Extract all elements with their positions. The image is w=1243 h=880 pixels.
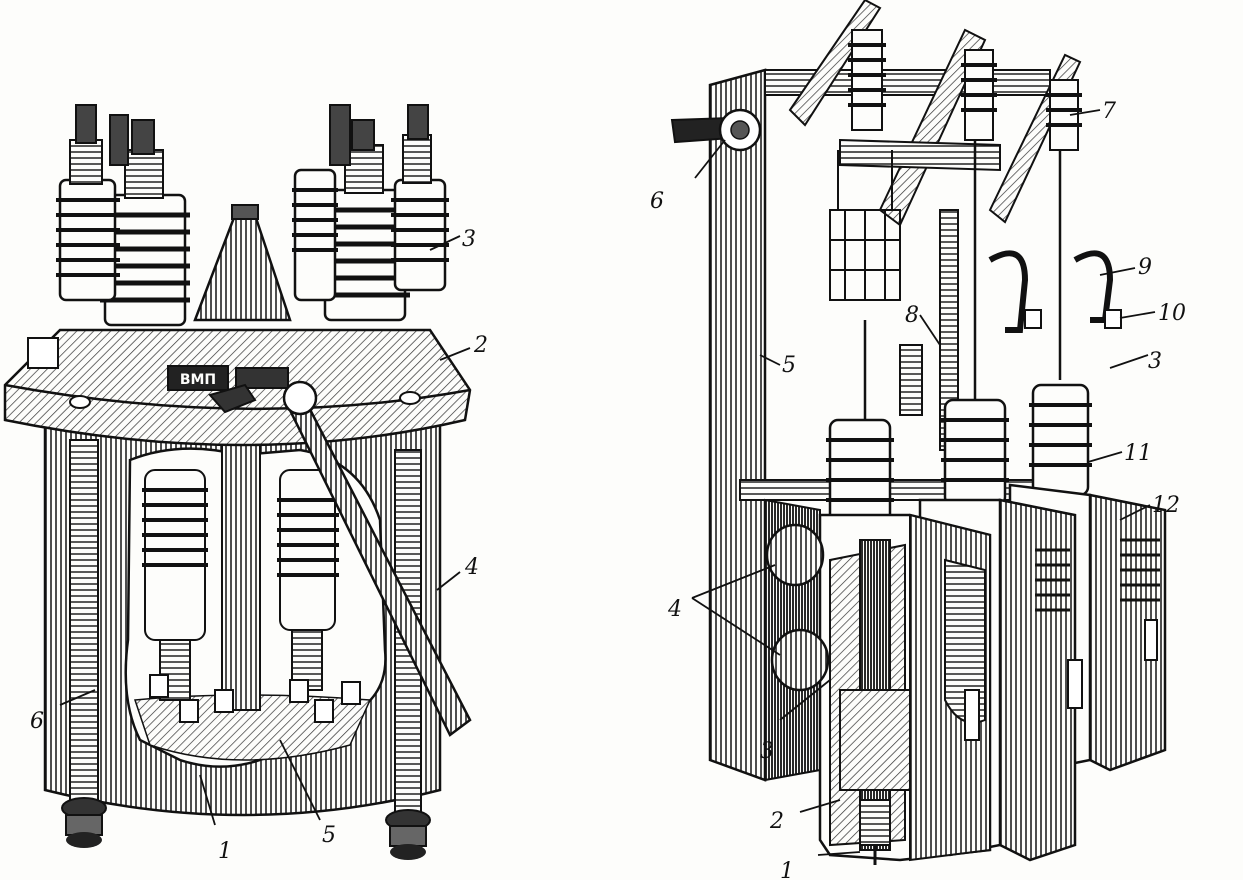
label-r1: 1: [780, 859, 794, 880]
label-r6: 6: [650, 189, 664, 214]
label-r9: 9: [1138, 255, 1152, 280]
bushing-back-right: [292, 104, 449, 302]
bracket-8: [899, 209, 959, 451]
label-r12: 12: [1152, 493, 1180, 518]
label-r10: 10: [1158, 301, 1186, 326]
left-leader-lines: [59, 235, 471, 826]
left-callout-labels: 1 2 3 4 5 6: [30, 227, 488, 864]
label-l4: 4: [464, 555, 479, 580]
label-r3b: 3: [1148, 349, 1162, 374]
nameplate-text: ВМП: [180, 372, 216, 388]
vertical-rods: [863, 140, 1062, 420]
bushing-back-left: [56, 104, 129, 302]
label-l1: 1: [218, 839, 232, 864]
label-r2: 2: [769, 809, 784, 834]
bushing-middle-pole: [941, 398, 1009, 507]
right-callout-labels: 1 2 3 3 4 5 6 7 8 9 10 11 12: [650, 99, 1186, 880]
top-insulators: [848, 29, 1082, 151]
oil-buffers: [765, 523, 830, 692]
label-r11: 11: [1124, 441, 1152, 466]
contact-bolts: [149, 674, 361, 723]
label-r4: 4: [667, 597, 682, 622]
left-switch-drawing: ВМП: [3, 104, 488, 864]
bushing-left-pole: [826, 418, 894, 532]
label-l3: 3: [462, 227, 476, 252]
contact-cage: [829, 150, 901, 301]
label-r7: 7: [1102, 99, 1116, 124]
drive-shaft: [670, 108, 762, 152]
label-l6: 6: [30, 709, 44, 734]
central-rod: [221, 439, 261, 711]
nameplate: ВМП: [167, 365, 289, 391]
bushing-right-pole: [1029, 383, 1092, 497]
label-r8: 8: [905, 303, 919, 328]
clamp-brackets: [988, 250, 1122, 333]
central-cone: [193, 204, 292, 322]
label-r3a: 3: [760, 739, 774, 764]
drive-lever: [208, 380, 472, 737]
label-r5: 5: [782, 353, 796, 378]
top-levers: [788, 0, 1082, 227]
tank-left-pole-cutaway: [818, 513, 992, 865]
right-leader-lines: [691, 109, 1156, 856]
label-l2: 2: [473, 333, 488, 358]
right-switch-drawing: 1 2 3 3 4 5 6 7 8 9 10 11 12: [650, 0, 1186, 880]
label-l5: 5: [322, 823, 336, 848]
